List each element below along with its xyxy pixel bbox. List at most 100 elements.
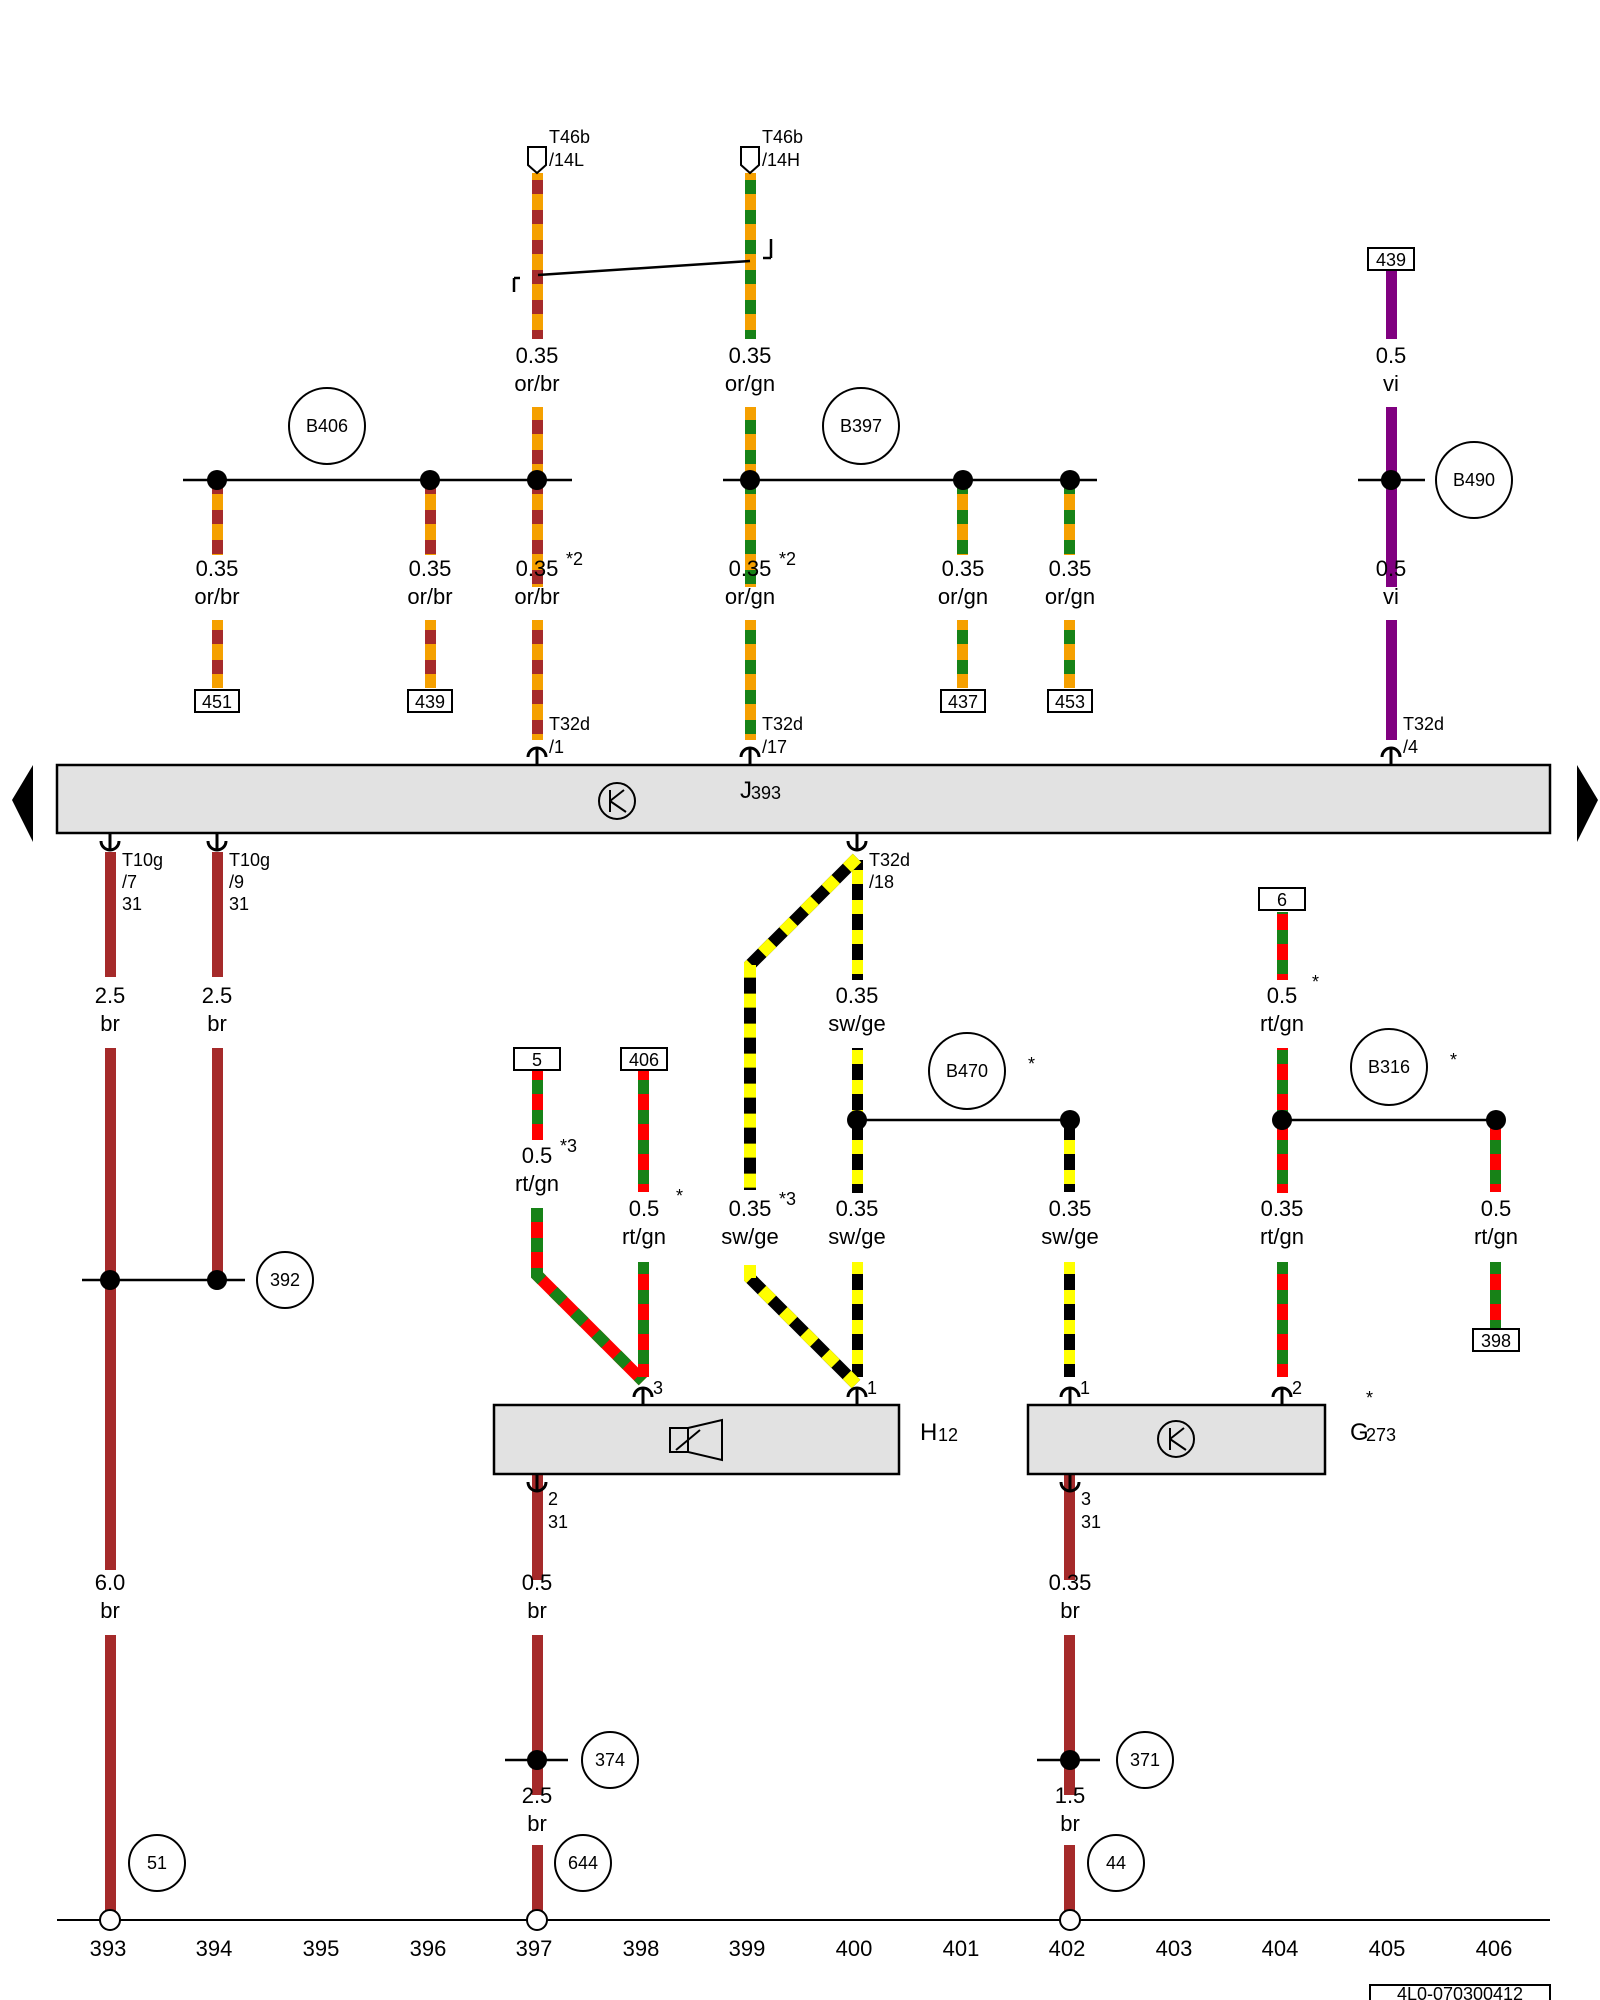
splice-dots: [100, 470, 1506, 1770]
ruler-393: 393: [90, 1936, 127, 1961]
w25-size: 2.5: [522, 1783, 553, 1808]
splice-b470-star: *: [1028, 1054, 1035, 1074]
w09-size: 0.35: [1049, 556, 1092, 581]
w10-color: vi: [1383, 584, 1399, 609]
conn-t46b-14l-name: T46b: [549, 127, 590, 147]
h12-number: 12: [938, 1425, 958, 1445]
pin-symbols: [99, 746, 1402, 1493]
w20-color: rt/gn: [1260, 1224, 1304, 1249]
j393-number: 393: [751, 783, 781, 803]
splice-b316-star: *: [1450, 1050, 1457, 1070]
w11-color: br: [100, 1011, 120, 1036]
w15-size: 0.5: [522, 1143, 553, 1168]
w12-color: br: [207, 1011, 227, 1036]
w22-color: br: [100, 1598, 120, 1623]
diagram-id: 4L0-070300412: [1397, 1984, 1523, 2000]
ruler-402: 402: [1049, 1936, 1086, 1961]
conn-t46b-14h-name: T46b: [762, 127, 803, 147]
ref-5: 5: [532, 1050, 542, 1070]
ground-644: 644: [568, 1853, 598, 1873]
w11-size: 2.5: [95, 983, 126, 1008]
ruler-398: 398: [623, 1936, 660, 1961]
speaker-icon: [669, 1418, 723, 1462]
conn-t46b-14h-pin: /14H: [762, 150, 800, 170]
w14-size: 0.5: [1267, 983, 1298, 1008]
w22-size: 6.0: [95, 1570, 126, 1595]
w17-note: *3: [779, 1189, 796, 1209]
ruler: 393 394 395 396 397 398 399 400 401 402 …: [90, 1936, 1513, 1961]
conn-t46b-14l-pin: /14L: [549, 150, 584, 170]
arrow-right-icon: [1577, 765, 1598, 842]
ruler-405: 405: [1369, 1936, 1406, 1961]
w16-size: 0.5: [629, 1196, 660, 1221]
ruler-406: 406: [1476, 1936, 1513, 1961]
conn-t10g-7-pin: /7: [122, 872, 137, 892]
wires-lower: [105, 852, 1501, 1915]
ruler-400: 400: [836, 1936, 873, 1961]
splice-b316: B316: [1368, 1057, 1410, 1077]
conn-t32d-17-pin: /17: [762, 737, 787, 757]
w04-color: or/br: [194, 584, 239, 609]
conn-t10g-9-pin: /9: [229, 872, 244, 892]
splice-b397: B397: [840, 416, 882, 436]
w03-color: vi: [1383, 371, 1399, 396]
w08-size: 0.35: [942, 556, 985, 581]
w24-size: 0.35: [1049, 1570, 1092, 1595]
w17-size: 0.35: [729, 1196, 772, 1221]
w26-color: br: [1060, 1811, 1080, 1836]
w07-note: *2: [779, 549, 796, 569]
electronic-icon: [598, 782, 636, 820]
electronic-icon: [1157, 1420, 1195, 1458]
w06-note: *2: [566, 549, 583, 569]
g273-pin-3-ground: 31: [1081, 1512, 1101, 1532]
w07-size: 0.35: [729, 556, 772, 581]
ground-392: 392: [270, 1270, 300, 1290]
ref-406: 406: [629, 1050, 659, 1070]
g273-number: 273: [1366, 1425, 1396, 1445]
w07-color: or/gn: [725, 584, 775, 609]
g273-letter: G: [1350, 1419, 1369, 1446]
ref-453: 453: [1055, 692, 1085, 712]
ruler-403: 403: [1156, 1936, 1193, 1961]
ruler-395: 395: [303, 1936, 340, 1961]
conn-t10g-7-ground: 31: [122, 894, 142, 914]
conn-t10g-9-name: T10g: [229, 850, 270, 870]
w02-size: 0.35: [729, 343, 772, 368]
splice-b406: B406: [306, 416, 348, 436]
conn-t10g-7-name: T10g: [122, 850, 163, 870]
conn-t10g-9-ground: 31: [229, 894, 249, 914]
w06-size: 0.35: [516, 556, 559, 581]
ruler-397: 397: [516, 1936, 553, 1961]
w10-size: 0.5: [1376, 556, 1407, 581]
ground-bubbles: 392 374 371 51 644 44: [128, 1251, 1174, 1892]
conn-t32d-4-name: T32d: [1403, 714, 1444, 734]
conn-t32d-1-pin: /1: [549, 737, 564, 757]
h12-letter: H: [920, 1419, 937, 1446]
ground-51: 51: [147, 1853, 167, 1873]
w01-color: or/br: [514, 371, 559, 396]
w23-color: br: [527, 1598, 547, 1623]
w14-color: rt/gn: [1260, 1011, 1304, 1036]
conn-t32d-18-pin: /18: [869, 872, 894, 892]
w17-color: sw/ge: [721, 1224, 778, 1249]
ref-439-right: 439: [1376, 250, 1406, 270]
w21-color: rt/gn: [1474, 1224, 1518, 1249]
splice-bubbles: B406 B397 B490 B470 * B316 *: [288, 387, 1513, 1110]
splice-b470: B470: [946, 1061, 988, 1081]
w04-size: 0.35: [196, 556, 239, 581]
w12-size: 2.5: [202, 983, 233, 1008]
j393-letter: J: [740, 777, 752, 804]
w18-color: sw/ge: [828, 1224, 885, 1249]
w23-size: 0.5: [522, 1570, 553, 1595]
component-g273: G 273 *: [1026, 1388, 1396, 1476]
w09-color: or/gn: [1045, 584, 1095, 609]
conn-t32d-4-pin: /4: [1403, 737, 1418, 757]
ref-437: 437: [948, 692, 978, 712]
ruler-394: 394: [196, 1936, 233, 1961]
conn-t32d-18-name: T32d: [869, 850, 910, 870]
ground-371: 371: [1130, 1750, 1160, 1770]
w26-size: 1.5: [1055, 1783, 1086, 1808]
ref-451: 451: [202, 692, 232, 712]
w16-note: *: [676, 1186, 683, 1206]
